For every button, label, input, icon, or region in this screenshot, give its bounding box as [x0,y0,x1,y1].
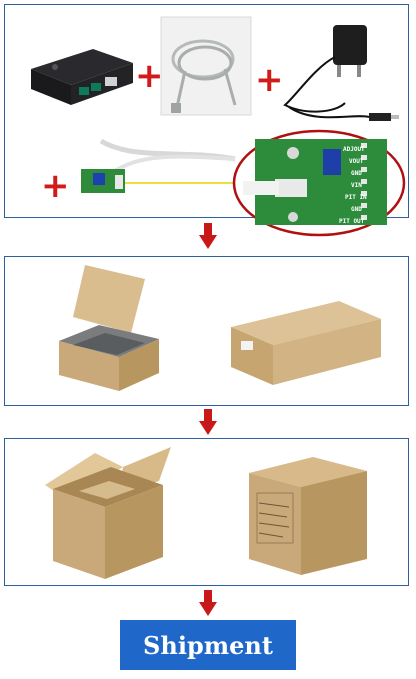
plus-sign: + [135,56,164,96]
down-arrow-icon [199,590,217,616]
power-adapter-image [283,25,399,121]
board-zoom-circle [232,129,406,237]
plus-sign: + [255,60,284,100]
gift-box-panel [4,256,409,406]
sealed-carton-image [249,457,367,575]
closed-gift-box-image [231,301,381,385]
pin-label: VOUT [349,158,364,165]
down-arrow-icon [199,409,217,435]
pin-label: VIN [351,182,362,189]
pin-label: ADJOUT [343,146,365,153]
pin-label: PIT IN [345,194,367,201]
carton-panel [4,438,409,586]
network-cable-image [160,16,252,116]
shipment-button[interactable]: Shipment [120,620,296,670]
sensor-board-image [81,138,240,193]
pin-label: PIT OUT [339,218,365,225]
open-carton-image [45,447,171,579]
pin-label: GND [351,206,362,213]
network-device-image [31,49,133,105]
pin-label: GND [351,170,362,177]
down-arrow-icon [199,223,217,249]
contents-panel: + + + [4,4,409,237]
plus-sign: + [41,166,70,206]
open-gift-box-image [59,265,159,391]
